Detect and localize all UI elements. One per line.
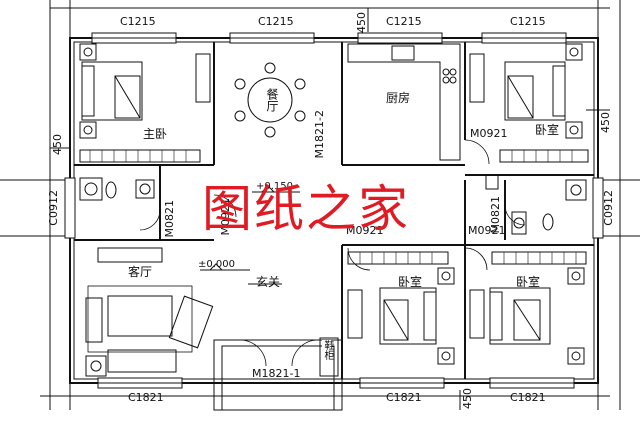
dimension-450-left: 450 [51, 134, 64, 155]
dining-table [234, 62, 306, 138]
door-m0921-ne: M0921 [470, 127, 508, 140]
top-windows [91, 32, 567, 44]
bed-s1 [379, 287, 437, 345]
room-bedroom-s1: 卧室 [398, 275, 423, 289]
window-label-top-1: C1215 [120, 15, 156, 28]
window-label-bottom-3: C1821 [510, 391, 546, 404]
window-label-left: C0912 [47, 190, 60, 226]
bed-ne [504, 61, 566, 121]
room-kitchen: 厨房 [386, 91, 411, 105]
window-label-top-4: C1215 [510, 15, 546, 28]
bed-master [81, 61, 143, 121]
room-dining: 餐厅 [265, 88, 279, 112]
room-bedroom-s2: 卧室 [516, 275, 541, 289]
dimension-450-bottom: 450 [461, 388, 474, 409]
door-m0921-right: M0921 [468, 224, 506, 237]
room-living: 客厅 [128, 265, 153, 279]
window-label-bottom-1: C1821 [128, 391, 164, 404]
window-label-right: C0912 [602, 190, 615, 226]
window-label-top-2: C1215 [258, 15, 294, 28]
watermark-text: 图纸之家 [202, 180, 410, 238]
room-bedroom-ne: 卧室 [535, 123, 560, 137]
sofa-set [85, 285, 214, 377]
bed-s2 [489, 287, 551, 345]
door-m1821-1: M1821-1 [252, 367, 301, 380]
window-label-bottom-2: C1821 [386, 391, 422, 404]
door-m1821-2: M1821-2 [313, 110, 326, 159]
elevation-upper: +0.150 [256, 181, 294, 192]
dimension-450-right: 450 [599, 112, 612, 133]
tv-cabinet [97, 247, 163, 263]
elevation-lower: ±0.000 [198, 259, 236, 270]
dimension-450-top: 450 [355, 12, 368, 33]
shoe-cabinet-label: 鞋柜 [322, 340, 333, 360]
bottom-windows [97, 377, 575, 389]
room-master-bedroom: 主卧 [143, 127, 168, 141]
door-m0921-center: M0921 [346, 224, 384, 237]
window-label-top-3: C1215 [386, 15, 422, 28]
door-m0821-left: M0821 [163, 200, 176, 238]
room-entrance: 玄关 [256, 275, 281, 289]
